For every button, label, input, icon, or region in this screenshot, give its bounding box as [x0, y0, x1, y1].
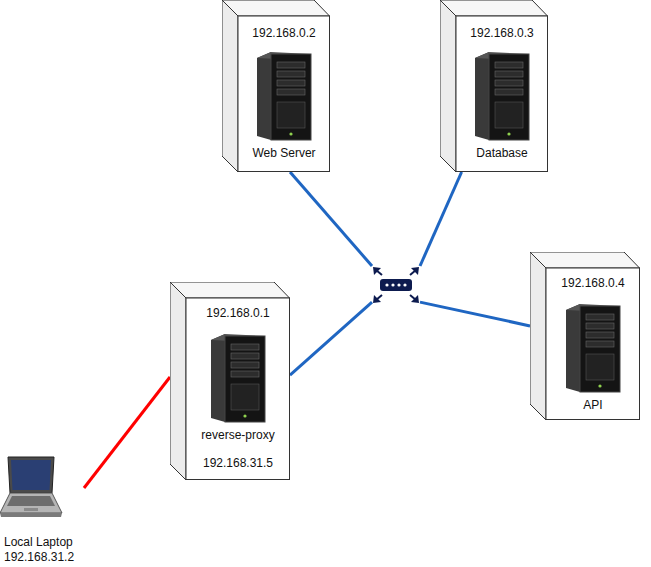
ip-address: 192.168.31.2	[4, 550, 74, 564]
box-front	[238, 16, 330, 172]
ip-address: 192.168.0.3	[470, 26, 533, 40]
box-side	[222, 0, 238, 172]
ip-address: 192.168.0.1	[206, 306, 269, 320]
ip-address: 192.168.0.2	[252, 26, 315, 40]
host-name: Local Laptop	[4, 535, 73, 549]
ip-address: 192.168.0.4	[561, 276, 624, 290]
switch-arrow	[411, 267, 419, 275]
server-tower-icon	[257, 52, 311, 140]
network-link	[420, 172, 462, 266]
network-link	[290, 172, 372, 266]
network-switch	[372, 266, 420, 304]
server-box: 192.168.0.4API	[530, 252, 640, 420]
box-side	[170, 282, 186, 480]
server-box: 192.168.0.3Database	[440, 0, 548, 172]
box-side	[530, 252, 546, 420]
laptop-icon	[0, 457, 62, 517]
ip-address: 192.168.31.5	[203, 456, 273, 470]
server-tower-icon	[211, 334, 265, 422]
laptop-node: Local Laptop192.168.31.2	[0, 455, 84, 565]
box-front	[186, 298, 290, 480]
host-name: reverse-proxy	[201, 428, 274, 442]
switch-arrow	[373, 295, 381, 303]
box-front	[546, 268, 640, 420]
local-link	[84, 377, 170, 488]
server-box: 192.168.0.1 reverse-proxy 192.168.31.5	[170, 282, 290, 480]
box-side	[440, 0, 456, 172]
host-name: API	[583, 398, 602, 412]
host-name: Database	[476, 146, 527, 160]
switch-shape	[372, 266, 420, 304]
server-box: 192.168.0.2Web Server	[222, 0, 330, 172]
switch-arrow	[411, 295, 419, 303]
switch-arrow	[373, 267, 381, 275]
box-top	[170, 282, 290, 298]
network-link	[290, 302, 372, 375]
box-top	[440, 0, 548, 16]
server-tower-icon	[475, 52, 529, 140]
network-link	[420, 302, 530, 326]
switch-body	[380, 279, 412, 291]
box-top	[530, 252, 640, 268]
server-tower-icon	[566, 304, 620, 392]
box-top	[222, 0, 330, 16]
box-front	[456, 16, 548, 172]
host-name: Web Server	[252, 146, 315, 160]
